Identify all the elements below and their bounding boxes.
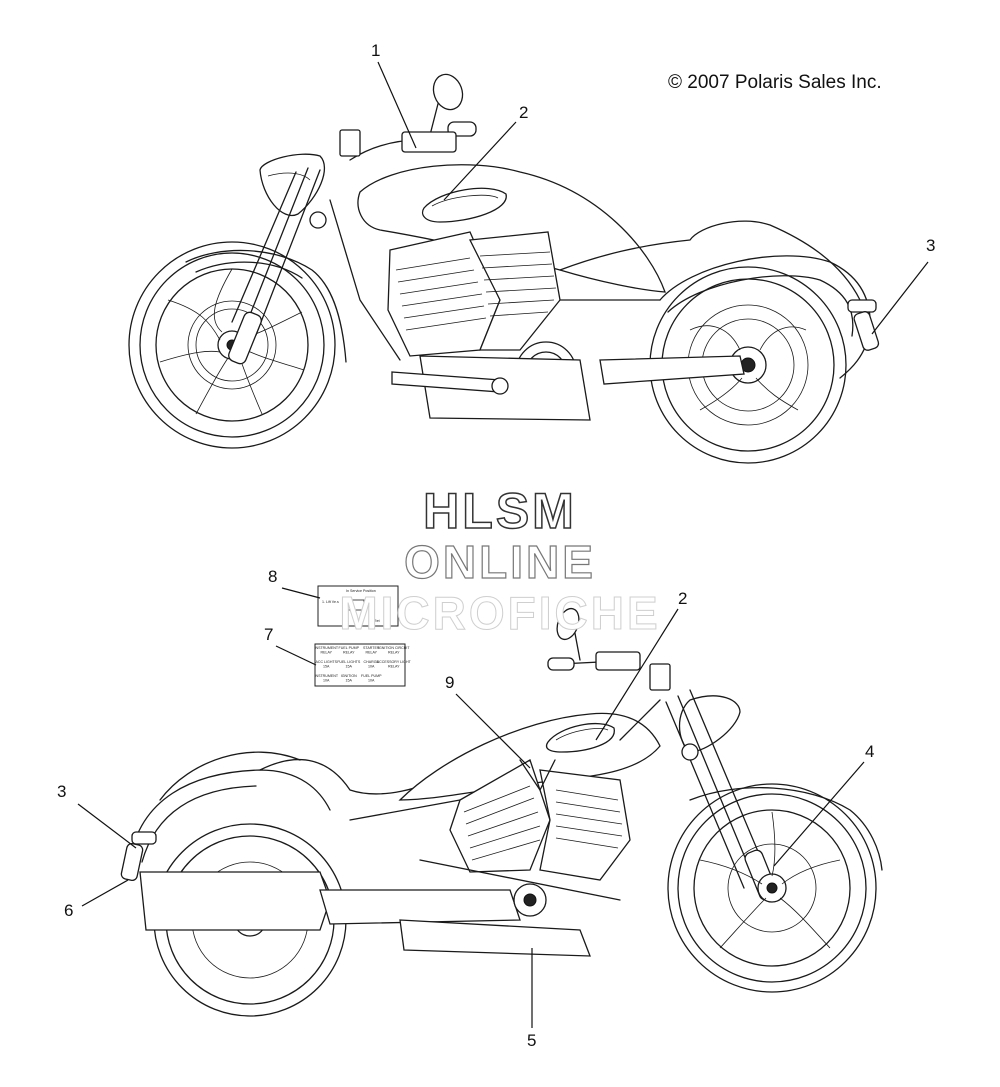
- label-7-cell-text: 15A: [346, 679, 353, 683]
- label-7-cell-text: IGNITION: [341, 674, 357, 678]
- label-7-cell-text: 15A: [346, 665, 353, 669]
- label-7-cell-text: IGNITION CIRCUIT: [378, 646, 410, 650]
- label-7-cell-text: 10A: [368, 679, 375, 683]
- label-7-cell-text: RELAY: [365, 651, 377, 655]
- callout-bottom-4: 4: [865, 742, 875, 761]
- label-7-cell-text: CHARGE: [364, 660, 380, 664]
- callout-bottom-8: 8: [268, 567, 278, 586]
- label-7-cell-text: ACCESSORY LIGHT: [377, 660, 412, 664]
- callout-bottom-9: 9: [445, 673, 455, 692]
- bottom-front-wheel: [667, 783, 877, 993]
- label-7-cell-text: 10A: [368, 665, 375, 669]
- watermark-line-3: MICROFICHE: [339, 587, 661, 640]
- label-7-cell-text: FUEL PUMP: [361, 674, 382, 678]
- label-8-line1: 1. Lift Ve.s: [322, 600, 339, 604]
- label-7-cell-text: ACC LIGHTS: [315, 660, 337, 664]
- label-7-cell-text: 15A: [323, 665, 330, 669]
- bottom-engine: [399, 759, 631, 957]
- watermark-line-2: ONLINE: [404, 535, 596, 588]
- copyright-notice: © 2007 Polaris Sales Inc.: [668, 72, 882, 93]
- label-7-cell-text: STARTER: [363, 646, 380, 650]
- callout-bottom-5: 5: [527, 1031, 537, 1050]
- callout-top-2: 2: [519, 103, 529, 122]
- leader-lines: [77, 61, 929, 1028]
- bottom-motorcycle-drawing: [120, 607, 883, 1017]
- callout-top-3: 3: [926, 236, 936, 255]
- callout-bottom-2: 2: [678, 589, 688, 608]
- label-7-cell-text: INSTRUMENT: [314, 646, 338, 650]
- top-engine: [387, 231, 591, 421]
- label-8-header: In Service Position: [346, 589, 376, 593]
- label-7-cell-text: RELAY: [320, 651, 332, 655]
- label-7-cell-text: INSTRUMENT: [314, 674, 338, 678]
- top-motorcycle-drawing: [128, 73, 880, 464]
- label-8-service-position: In Service Position 1. Lift Ve.s 2. Ret: [317, 585, 399, 627]
- watermark-line-1: HLSM: [422, 482, 577, 540]
- label-7-cell-text: FUEL PUMP: [339, 646, 360, 650]
- label-7-cell-text: RELAY: [388, 651, 400, 655]
- callout-bottom-7: 7: [264, 625, 274, 644]
- label-7-cell-text: RELAY: [343, 651, 355, 655]
- label-7-cell-text: RELAY: [388, 665, 400, 669]
- callout-bottom-6: 6: [64, 901, 74, 920]
- callout-top-1: 1: [371, 41, 381, 60]
- label-7-cell-text: FUEL LIGHTS: [337, 660, 361, 664]
- label-7-cell-text: 10A: [323, 679, 330, 683]
- label-8-line2: 2. Ret: [370, 619, 380, 623]
- callout-bottom-3: 3: [57, 782, 67, 801]
